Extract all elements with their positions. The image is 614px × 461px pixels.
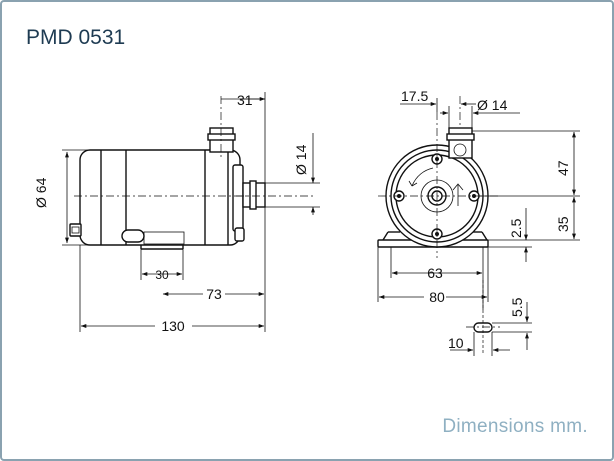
flow-arrow-icon: [452, 183, 464, 206]
dim-outlet-offset: 31: [221, 92, 266, 183]
dim-front-upper-height-label: 47: [555, 160, 571, 176]
dim-front-outlet-offset-label: 17.5: [401, 88, 428, 104]
dim-outlet-diameter: Ø 14: [264, 133, 320, 215]
front-view: 17.5 Ø 14 47 35 2.5: [377, 88, 580, 356]
dim-foot-length: 30: [140, 249, 184, 282]
dim-front-foot-thickness-label: 2.5: [508, 218, 524, 238]
slot-detail: 5.5 10: [448, 280, 532, 356]
side-view: 31 Ø 14 Ø 64 30 73: [33, 92, 320, 334]
dim-front-base-width: 80: [377, 247, 489, 305]
inlet-nozzle: [242, 180, 266, 210]
dim-foot-to-inlet: 73: [162, 207, 266, 302]
dim-front-hole-spacing: 63: [390, 247, 484, 310]
mounting-foot: [121, 229, 185, 250]
dim-front-foot-thickness: 2.5: [508, 208, 528, 262]
dim-front-upper-height: 47: [555, 131, 576, 196]
dim-front-outlet-offset: 17.5: [400, 88, 476, 112]
dim-front-base-width-label: 80: [429, 289, 445, 305]
dim-front-outlet-diameter: Ø 14: [440, 97, 520, 128]
dim-front-outlet-diameter-label: Ø 14: [477, 97, 508, 113]
dim-overall-length: 130: [79, 245, 266, 334]
dim-front-lower-height: 35: [555, 196, 576, 240]
rotation-arrow-icon: [411, 167, 434, 187]
dim-slot-length-label: 10: [448, 335, 464, 351]
motor-body: [79, 149, 245, 246]
drawing-title: PMD 0531: [26, 26, 125, 49]
dim-outlet-offset-label: 31: [237, 92, 253, 108]
rear-terminal-inner: [71, 226, 80, 234]
front-outlet-nozzle: [446, 127, 475, 159]
dim-foot-length-label: 30: [155, 268, 169, 282]
units-note: Dimensions mm.: [442, 416, 588, 437]
outlet-nozzle: [207, 127, 236, 153]
dim-body-diameter: Ø 64: [33, 149, 100, 246]
dim-front-lower-height-label: 35: [555, 216, 571, 232]
dim-body-diameter-label: Ø 64: [33, 177, 49, 208]
dim-overall-length-label: 130: [161, 318, 185, 334]
dim-front-hole-spacing-label: 63: [427, 265, 443, 281]
dim-outlet-diameter-label: Ø 14: [293, 144, 309, 175]
dim-slot-width-label: 5.5: [509, 297, 525, 317]
dim-foot-to-inlet-label: 73: [206, 286, 222, 302]
